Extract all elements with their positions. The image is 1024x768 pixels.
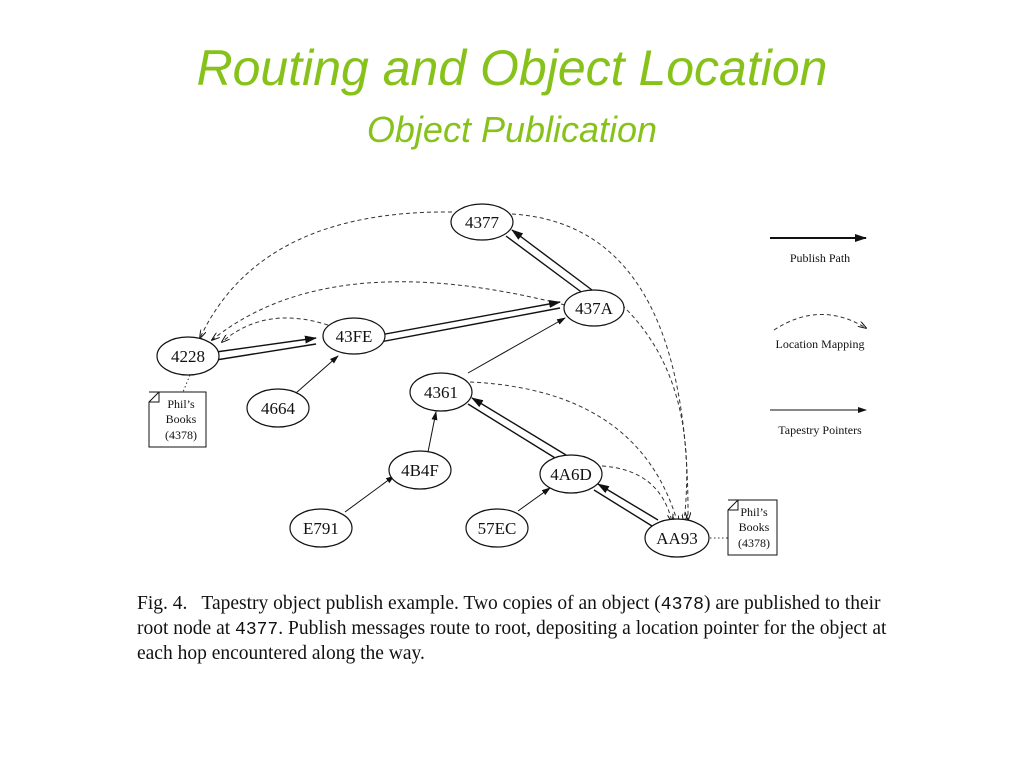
node-label: 57EC xyxy=(478,519,517,538)
node-label: 4B4F xyxy=(401,461,439,480)
location-mappings xyxy=(200,211,688,524)
slide-subtitle: Object Publication xyxy=(366,109,658,150)
object-id: 4378 xyxy=(660,595,704,615)
legend-label: Tapestry Pointers xyxy=(778,423,862,437)
publish-path-line xyxy=(215,335,317,353)
root-id: 4377 xyxy=(235,620,279,640)
note-line: Books xyxy=(166,412,197,426)
caption-text: ) are published to their root node at xyxy=(137,593,881,639)
tapestry-pointer-line xyxy=(295,355,339,394)
node-AA93: AA93 xyxy=(644,518,710,558)
legend-tapestry-pointers: Tapestry Pointers xyxy=(770,407,867,437)
node-4228: 4228 xyxy=(156,336,220,376)
publish-path-line xyxy=(215,343,317,361)
tapestry-pointers xyxy=(295,317,566,513)
note-line: Books xyxy=(739,520,770,534)
caption-text: Tapestry object publish example. Two cop… xyxy=(201,593,661,614)
publish-path-line xyxy=(593,489,653,527)
figure-caption: Fig. 4. Tapestry object publish example. … xyxy=(137,592,897,666)
legend: Publish Path Location Mapping Tapestry P… xyxy=(770,234,867,437)
tapestry-pointer-line xyxy=(467,317,566,374)
publish-path-line xyxy=(467,403,561,462)
publish-path-line xyxy=(511,229,593,291)
node-label: 4228 xyxy=(171,347,205,366)
node-label: E791 xyxy=(303,519,339,538)
location-mapping-line xyxy=(469,381,678,524)
node-4664: 4664 xyxy=(246,388,310,428)
node-label: 43FE xyxy=(336,327,373,346)
node-4377: 4377 xyxy=(450,203,514,241)
node-437A: 437A xyxy=(563,289,625,327)
note-phils-books-aa93: Phil’s Books (4378) xyxy=(727,499,778,556)
location-mapping-line xyxy=(601,465,672,522)
caption-text: . Publish messages route to root, deposi… xyxy=(137,618,887,664)
node-4361: 4361 xyxy=(409,372,473,412)
node-label: 4361 xyxy=(424,383,458,402)
tapestry-pointer-line xyxy=(517,487,551,512)
slide-title: Routing and Object Location xyxy=(196,40,828,96)
note-line: Phil’s xyxy=(167,397,195,411)
node-57EC: 57EC xyxy=(465,508,529,548)
publish-paths xyxy=(215,229,659,527)
note-line: Phil’s xyxy=(740,505,768,519)
tapestry-pointer-line xyxy=(427,411,438,453)
legend-label: Location Mapping xyxy=(776,337,865,351)
publish-path-line xyxy=(379,300,561,336)
figure-number: Fig. 4. xyxy=(137,593,188,614)
tapestry-pointer-line xyxy=(344,475,395,513)
publish-path-line xyxy=(597,483,659,521)
node-label: 4A6D xyxy=(550,465,592,484)
legend-publish-path: Publish Path xyxy=(770,234,867,265)
legend-label: Publish Path xyxy=(790,251,850,265)
node-43FE: 43FE xyxy=(322,317,386,355)
node-label: AA93 xyxy=(656,529,698,548)
node-4B4F: 4B4F xyxy=(388,450,452,490)
publish-path-line xyxy=(471,397,567,456)
location-mapping-line xyxy=(621,304,687,522)
node-4A6D: 4A6D xyxy=(539,454,603,494)
note-connectors xyxy=(182,374,728,539)
location-mapping-line xyxy=(200,211,453,338)
node-label: 4664 xyxy=(261,399,296,418)
publish-path-line xyxy=(379,307,561,343)
location-mapping-line xyxy=(222,317,329,342)
note-phils-books-4228: Phil’s Books (4378) xyxy=(148,391,207,448)
publish-path-line xyxy=(505,235,585,295)
note-connector xyxy=(182,374,191,393)
note-line: (4378) xyxy=(165,428,197,442)
node-label: 4377 xyxy=(465,213,500,232)
location-mapping-line xyxy=(511,213,688,520)
legend-location-mapping: Location Mapping xyxy=(773,314,866,351)
node-label: 437A xyxy=(575,299,614,318)
note-line: (4378) xyxy=(738,536,770,550)
node-E791: E791 xyxy=(289,508,353,548)
